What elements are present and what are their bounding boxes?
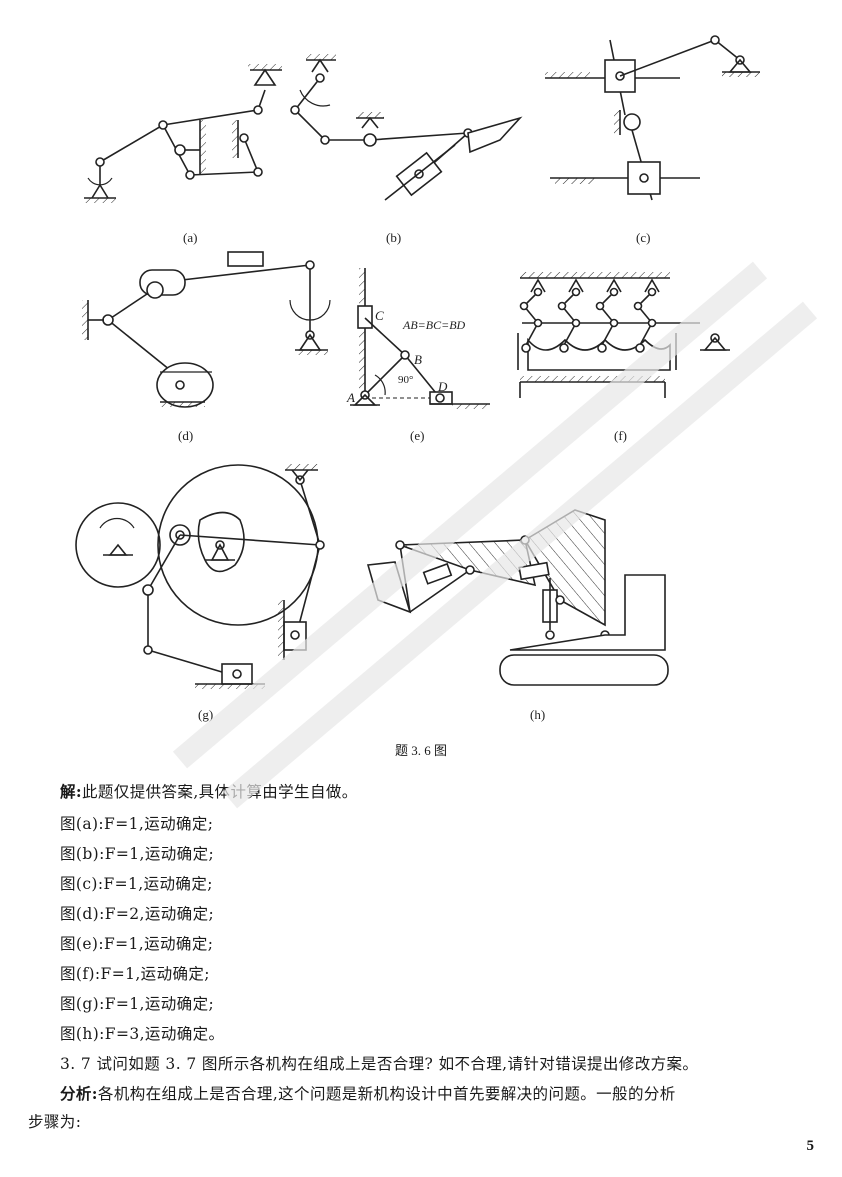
figure-label-f: (f)	[614, 428, 627, 443]
answer-line-b: 图(b):F=1,运动确定;	[60, 845, 215, 863]
answer-line-g: 图(g):F=1,运动确定;	[60, 995, 215, 1013]
figure-label-b: (b)	[386, 230, 402, 245]
analysis-text: 各机构在组成上是否合理,这个问题是新机构设计中首先要解决的问题。一般的分析	[97, 1085, 676, 1103]
figure-c	[545, 35, 760, 201]
analysis-head: 分析:	[60, 1084, 98, 1103]
e-point-a: A	[347, 390, 355, 405]
e-angle-label: 90°	[398, 374, 414, 386]
e-point-b: B	[414, 352, 422, 367]
solution-intro-line: 解:此题仅提供答案,具体计算由学生自做。	[60, 780, 358, 802]
figure-label-a: (a)	[183, 230, 198, 245]
answer-line-f: 图(f):F=1,运动确定;	[60, 965, 210, 983]
e-equation-label: AB=BC=BD	[403, 318, 466, 332]
analysis-continuation: 步骤为:	[28, 1113, 82, 1131]
solution-intro: 此题仅提供答案,具体计算由学生自做。	[82, 783, 358, 801]
page-number: 5	[806, 1138, 815, 1154]
figure-g	[75, 464, 325, 689]
figure-label-e: (e)	[410, 428, 425, 443]
analysis-line: 分析:各机构在组成上是否合理,这个问题是新机构设计中首先要解决的问题。一般的分析	[60, 1082, 676, 1104]
figure-f-cranks	[519, 278, 660, 353]
answer-line-c: 图(c):F=1,运动确定;	[60, 875, 213, 893]
answer-line-h: 图(h):F=3,运动确定。	[60, 1025, 225, 1043]
figure-h	[366, 509, 669, 686]
answer-line-e: 图(e):F=1,运动确定;	[60, 935, 214, 953]
mechanism-figures	[75, 35, 760, 689]
figure-label-d: (d)	[178, 428, 194, 443]
problem-3-7: 3. 7 试问如题 3. 7 图所示各机构在组成上是否合理? 如不合理,请针对错…	[60, 1055, 699, 1073]
figure-a	[84, 64, 282, 203]
figure-caption: 题 3. 6 图	[394, 743, 447, 758]
answer-line-d: 图(d):F=2,运动确定;	[60, 905, 215, 923]
figure-b	[290, 54, 523, 201]
figure-d	[82, 251, 331, 408]
e-point-d: D	[438, 379, 448, 394]
figure-label-g: (g)	[198, 707, 214, 722]
answer-line-a: 图(a):F=1,运动确定;	[60, 815, 214, 833]
figure-e	[350, 268, 490, 409]
solution-head: 解:	[60, 782, 83, 801]
e-point-c: C	[375, 308, 384, 323]
figure-label-h: (h)	[530, 707, 546, 722]
figure-f	[517, 272, 730, 398]
figure-label-c: (c)	[636, 230, 651, 245]
